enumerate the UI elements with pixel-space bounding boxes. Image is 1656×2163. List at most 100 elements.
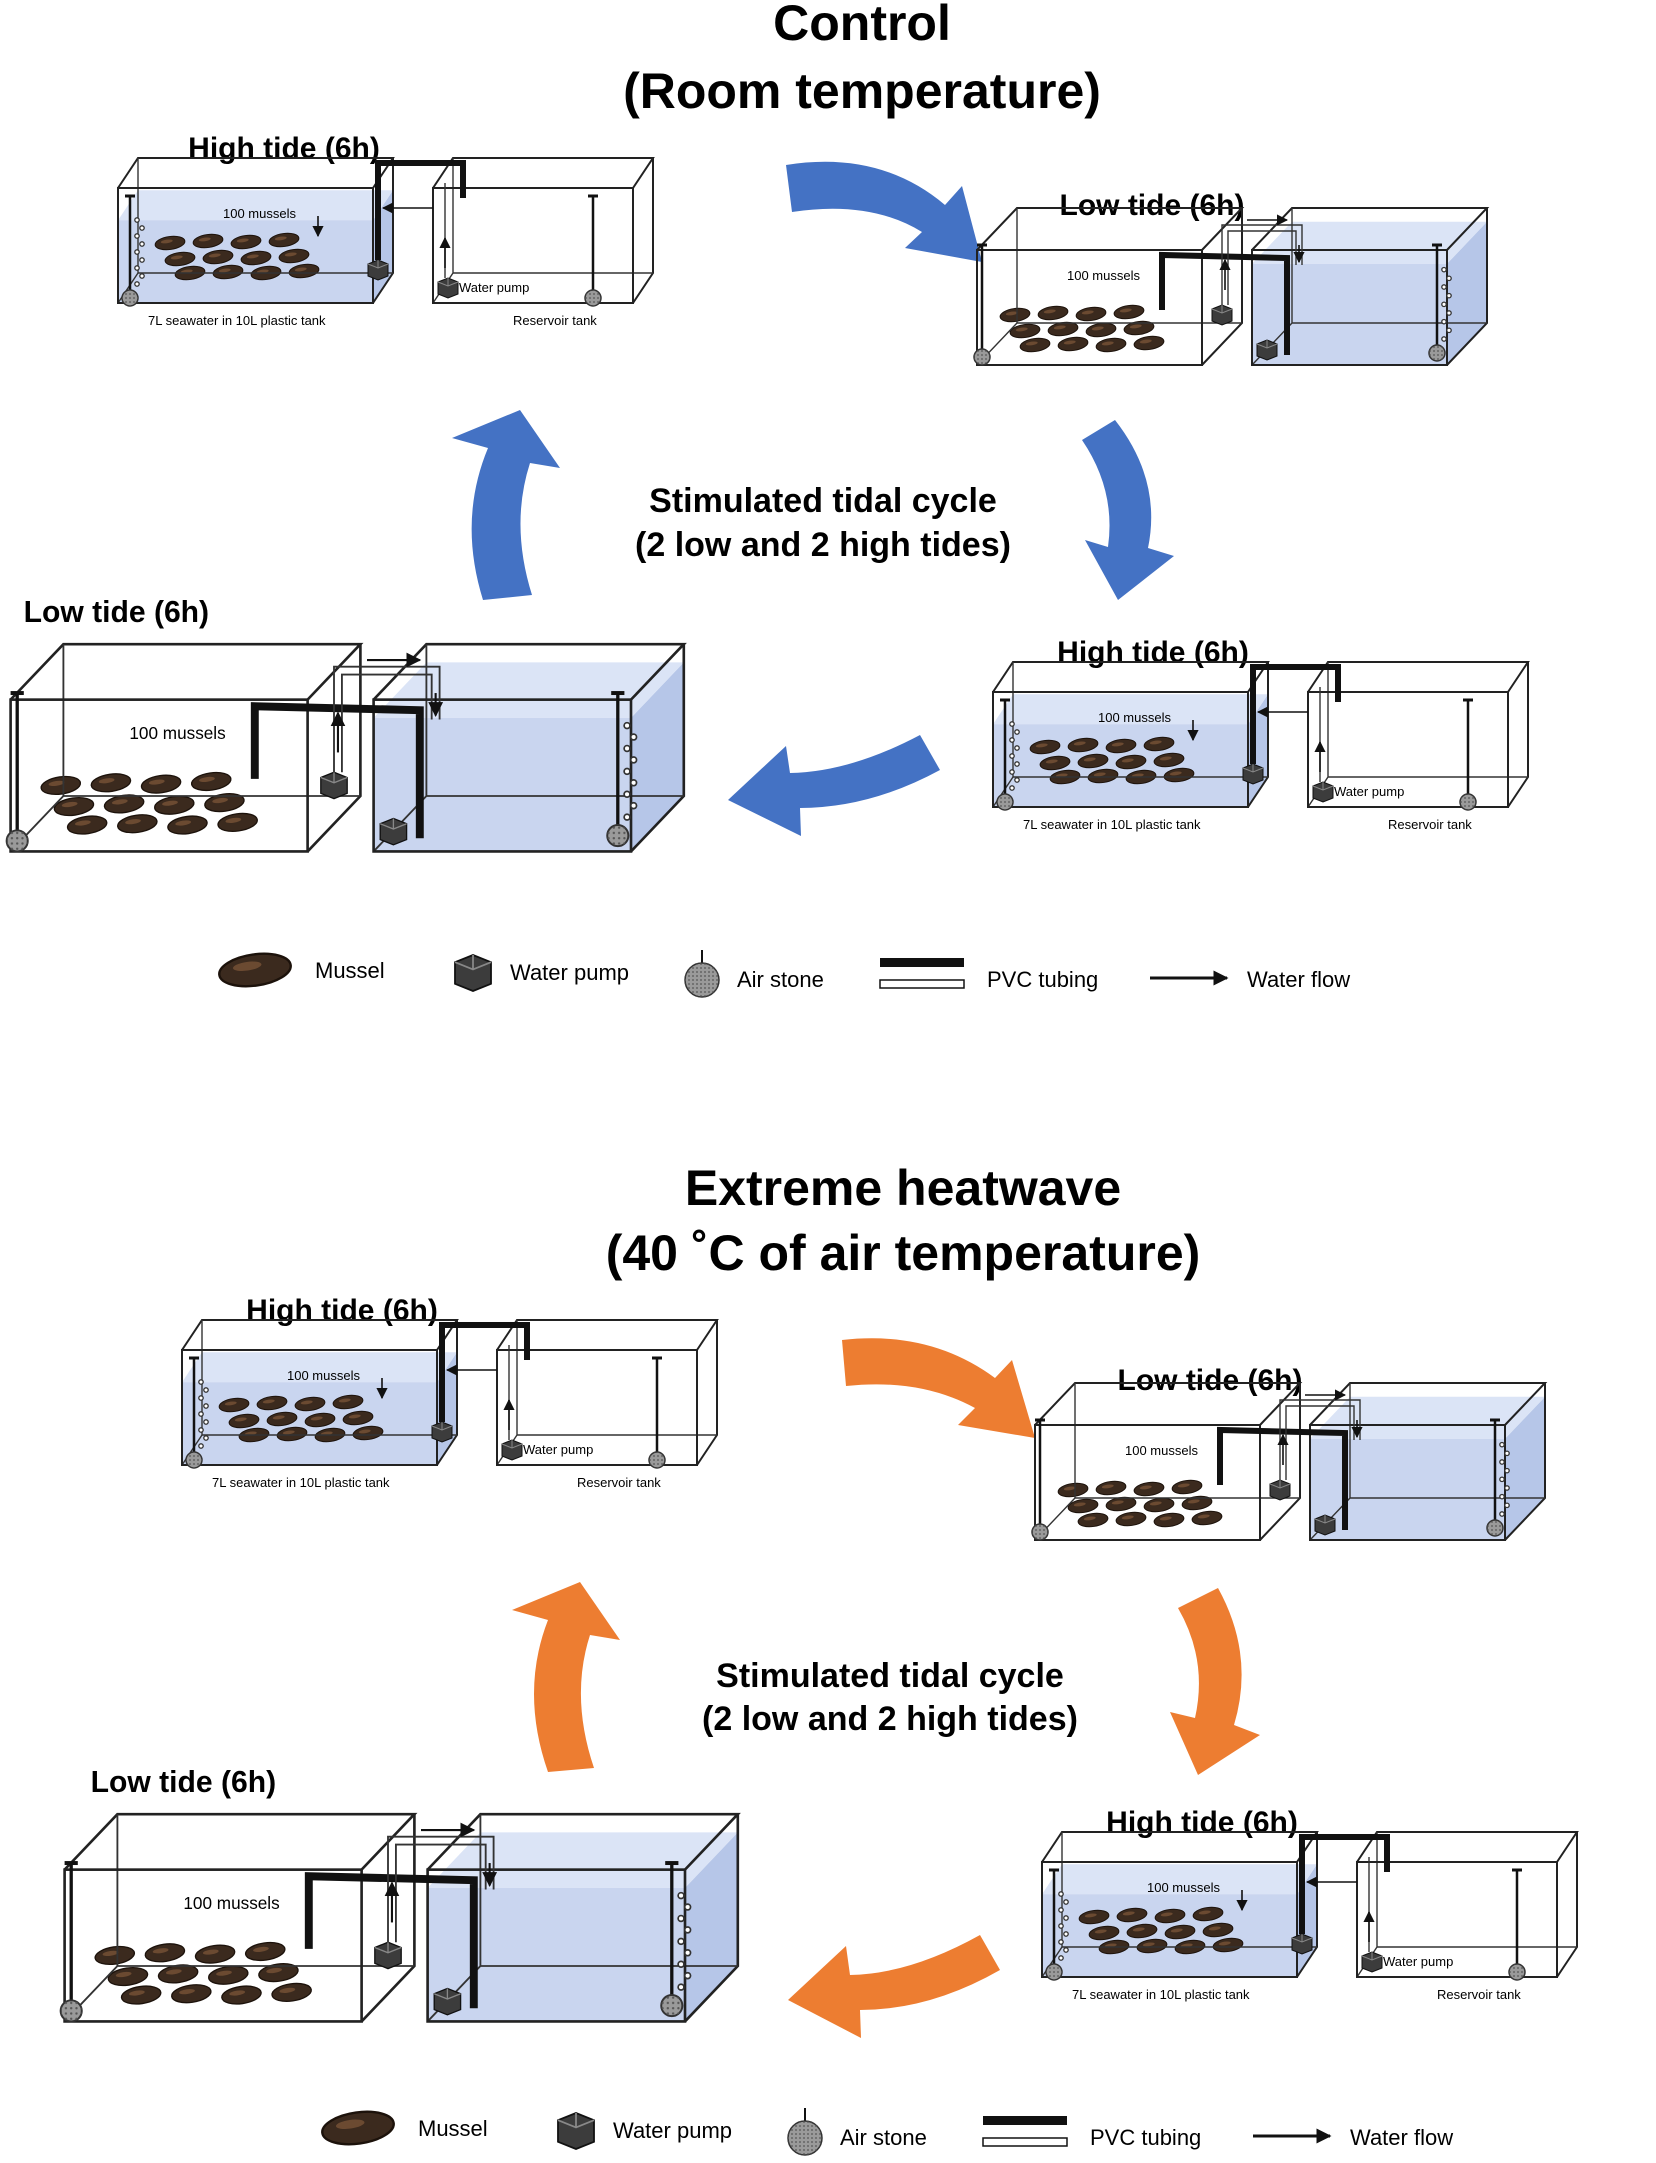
mussel-shell: [278, 248, 310, 264]
mussel: [1039, 755, 1071, 771]
mussel-highlight: [1139, 339, 1152, 344]
mussel-shell: [1115, 754, 1147, 770]
mussel-shell: [1087, 768, 1119, 784]
mussel-highlight: [1159, 1516, 1172, 1521]
tank-back-edge: [696, 1320, 718, 1466]
mussel: [332, 1394, 364, 1410]
tank-top-edge: [432, 157, 655, 189]
mussel-shell: [107, 1966, 149, 1987]
bubble: [198, 1395, 204, 1401]
mussel-shell: [258, 1963, 299, 1983]
mussel: [94, 1945, 136, 1966]
tide-label: Low tide (6h): [1060, 189, 1245, 222]
cycle-arrows: [512, 1338, 1260, 2038]
mussel-highlight: [98, 778, 115, 784]
mussel: [228, 1413, 260, 1429]
mussel: [1019, 337, 1051, 353]
mussel-highlight: [1035, 743, 1048, 748]
bubble: [1441, 318, 1447, 325]
mussel-highlight: [1149, 1501, 1162, 1506]
mussel: [1095, 337, 1127, 353]
bubble: [1058, 1891, 1064, 1897]
bubble: [1014, 745, 1020, 751]
mussel: [1087, 768, 1119, 784]
reservoir-tank-water: [373, 662, 684, 852]
mussel-highlight: [1063, 1486, 1076, 1491]
legend-mussel-label: Mussel: [418, 2116, 488, 2141]
air-stone-texture: [1429, 345, 1445, 361]
panel-low-tide-top-right: Low tide (6h) 100 mussels: [973, 189, 1490, 366]
mussel-highlight: [1081, 310, 1094, 315]
bubble: [677, 1937, 685, 1946]
bubble: [1009, 721, 1015, 727]
tank-top-edge: [1307, 661, 1530, 693]
mussel: [204, 793, 245, 813]
mussel: [1154, 1908, 1186, 1924]
pvc-tubing-black: [250, 702, 424, 839]
main-tank-caption: 7L seawater in 10L plastic tank: [1072, 1987, 1250, 2002]
mussel-highlight: [61, 801, 78, 808]
mussel-highlight: [236, 238, 249, 243]
mussel-highlight: [1149, 740, 1162, 745]
water-pump-icon: [1361, 1951, 1383, 1973]
water-body: [373, 717, 631, 852]
mussel: [1191, 1510, 1223, 1526]
mussel: [1057, 1482, 1089, 1498]
pump-edges: [320, 772, 348, 784]
water-pump-icon: [1312, 781, 1334, 803]
mussel: [1163, 767, 1195, 783]
mussel-highlight: [165, 1969, 182, 1975]
mussel-shell: [1067, 1498, 1099, 1514]
air-stone-texture: [1460, 794, 1476, 810]
bubble: [1446, 275, 1452, 282]
bubble: [623, 721, 631, 730]
mussel-highlight: [253, 1946, 269, 1953]
mussel-highlight: [246, 254, 259, 259]
mussel-shell: [90, 773, 132, 793]
mussel-shell: [218, 1397, 250, 1413]
mussel: [1009, 323, 1041, 339]
legend-water-pump-label: Water pump: [613, 2118, 732, 2143]
tank-top-edge: [426, 1812, 741, 1871]
legend-air-stone-icon: [787, 2108, 823, 2156]
mussel: [66, 815, 108, 835]
mussel-shell: [1133, 335, 1165, 351]
water-pump-icon: [431, 1421, 453, 1443]
mussel: [190, 771, 232, 792]
mussel-highlight: [1208, 1926, 1221, 1931]
mussel-highlight: [234, 1417, 247, 1422]
bubble: [139, 273, 145, 279]
section-title-line2: (Room temperature): [623, 63, 1101, 119]
mussel-shell: [1136, 1938, 1168, 1954]
pvc-tubing-black: [1299, 1834, 1390, 1934]
air-stone-texture: [974, 349, 990, 365]
mussel-shell: [1075, 306, 1107, 322]
mussel-shell: [1085, 322, 1117, 338]
bubble: [677, 1891, 685, 1900]
mussel: [1105, 1496, 1137, 1512]
water-pump-icon: [433, 1987, 462, 2016]
mussel-highlight: [1093, 772, 1106, 777]
pvc-tubing-black: [304, 1872, 478, 2009]
mussel-shell: [1123, 320, 1155, 336]
tide-label: High tide (6h): [246, 1294, 438, 1327]
reservoir-tank: [1356, 1831, 1579, 1978]
air-stone-texture: [649, 1452, 665, 1468]
bubble: [1504, 1485, 1510, 1491]
mussel-shell: [304, 1412, 336, 1428]
water-surface: [1042, 1864, 1317, 1895]
mussel-shell: [1095, 337, 1127, 353]
legend-air-stone-icon: [684, 950, 720, 998]
bubble: [134, 233, 140, 239]
mussel: [1067, 1498, 1099, 1514]
bubble: [134, 249, 140, 255]
mussel-shell: [154, 235, 186, 251]
tank-top-edge: [372, 642, 687, 701]
bubble: [623, 767, 631, 776]
pvc-tubing-white: [982, 2137, 1068, 2147]
mussel: [164, 251, 196, 267]
cycle-arrow-left: [452, 410, 560, 600]
mussel-shell: [332, 1394, 364, 1410]
